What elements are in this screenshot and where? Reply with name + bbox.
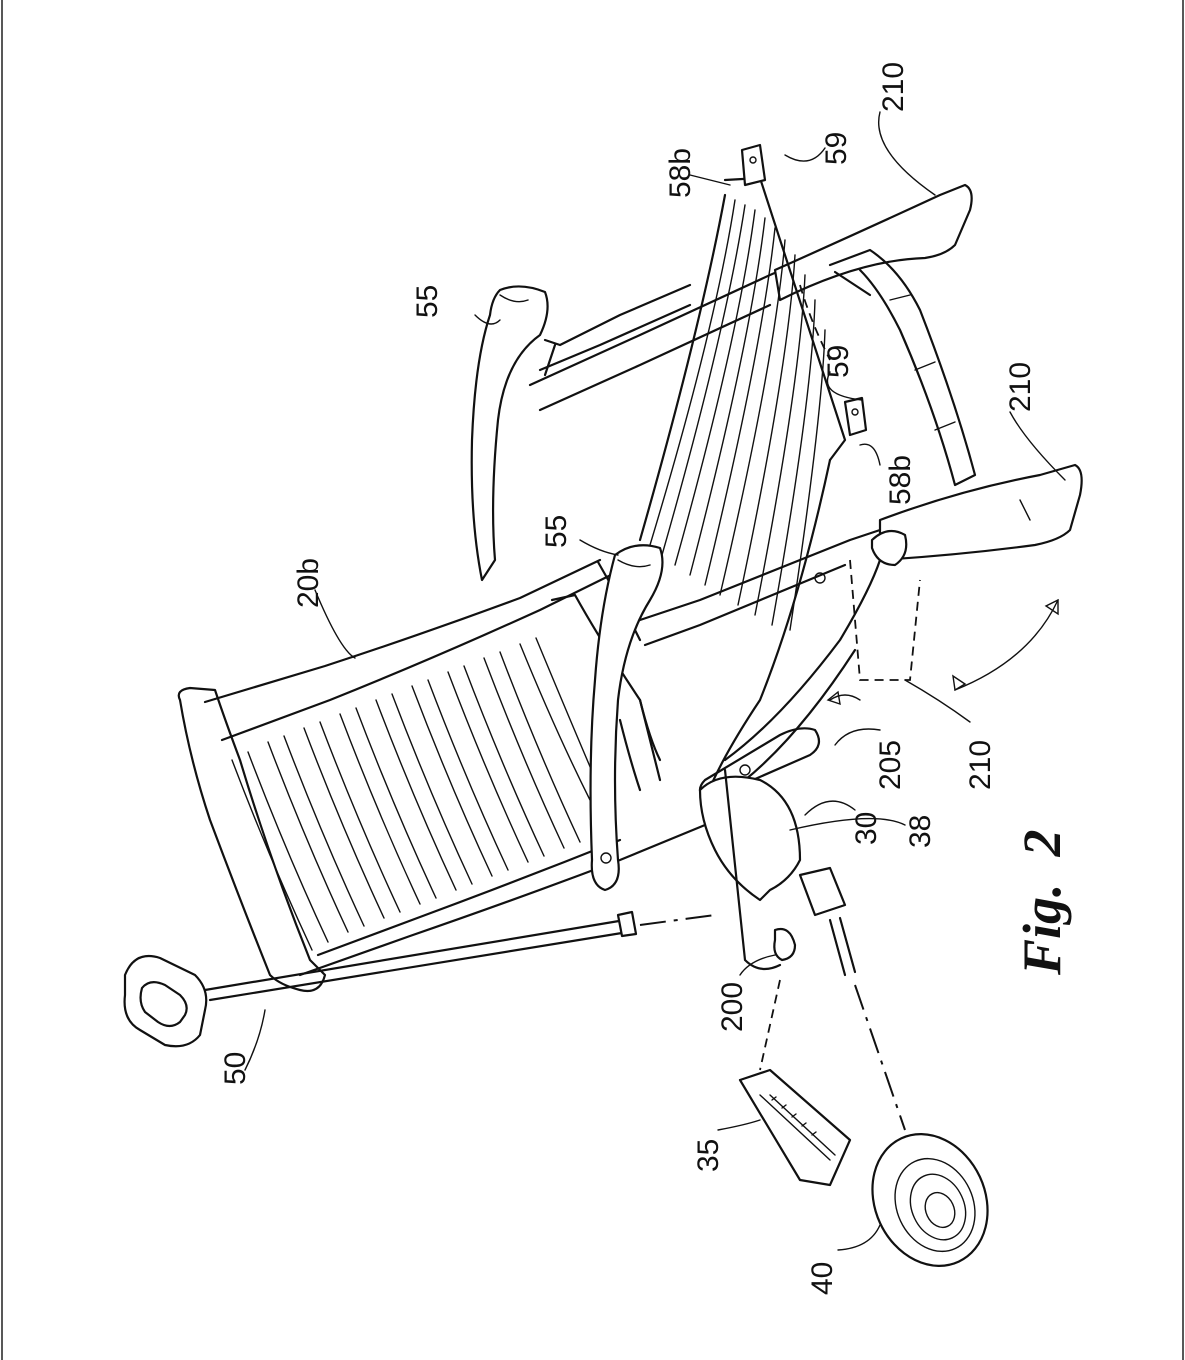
chair-backrest	[177, 558, 707, 993]
wheel-bracket	[698, 768, 857, 977]
label-200: 200	[716, 982, 749, 1032]
label-20b: 20b	[292, 558, 325, 608]
leader-lines	[244, 111, 1066, 1251]
label-210-mid: 210	[1004, 362, 1037, 412]
label-35: 35	[692, 1139, 725, 1172]
label-205: 205	[874, 740, 907, 790]
wheel	[854, 984, 989, 1267]
label-50: 50	[219, 1052, 252, 1085]
label-30: 30	[850, 812, 883, 845]
label-58b-top: 58b	[664, 148, 697, 198]
label-40: 40	[806, 1262, 839, 1295]
chair-seat	[638, 143, 868, 802]
label-210-low: 210	[964, 740, 997, 790]
label-59-mid: 59	[822, 345, 855, 378]
label-210-top: 210	[877, 62, 910, 112]
label-55-top: 55	[411, 285, 444, 318]
armrest-front	[589, 544, 664, 892]
rocker-runners	[723, 183, 1083, 782]
pivot-motion-outline	[799, 284, 1059, 706]
label-58b-mid: 58b	[884, 455, 917, 505]
label-55-mid: 55	[540, 515, 573, 548]
reference-labels: 210 59 58b 55 59 210 58b 55 20b 205 210 …	[219, 62, 1072, 1295]
figure-caption: Fig. 2	[1012, 829, 1072, 976]
gear-rack	[738, 979, 852, 1187]
label-59-top: 59	[820, 132, 853, 165]
label-38: 38	[904, 815, 937, 848]
armrest-rear	[470, 283, 692, 582]
pull-handle	[123, 910, 716, 1048]
